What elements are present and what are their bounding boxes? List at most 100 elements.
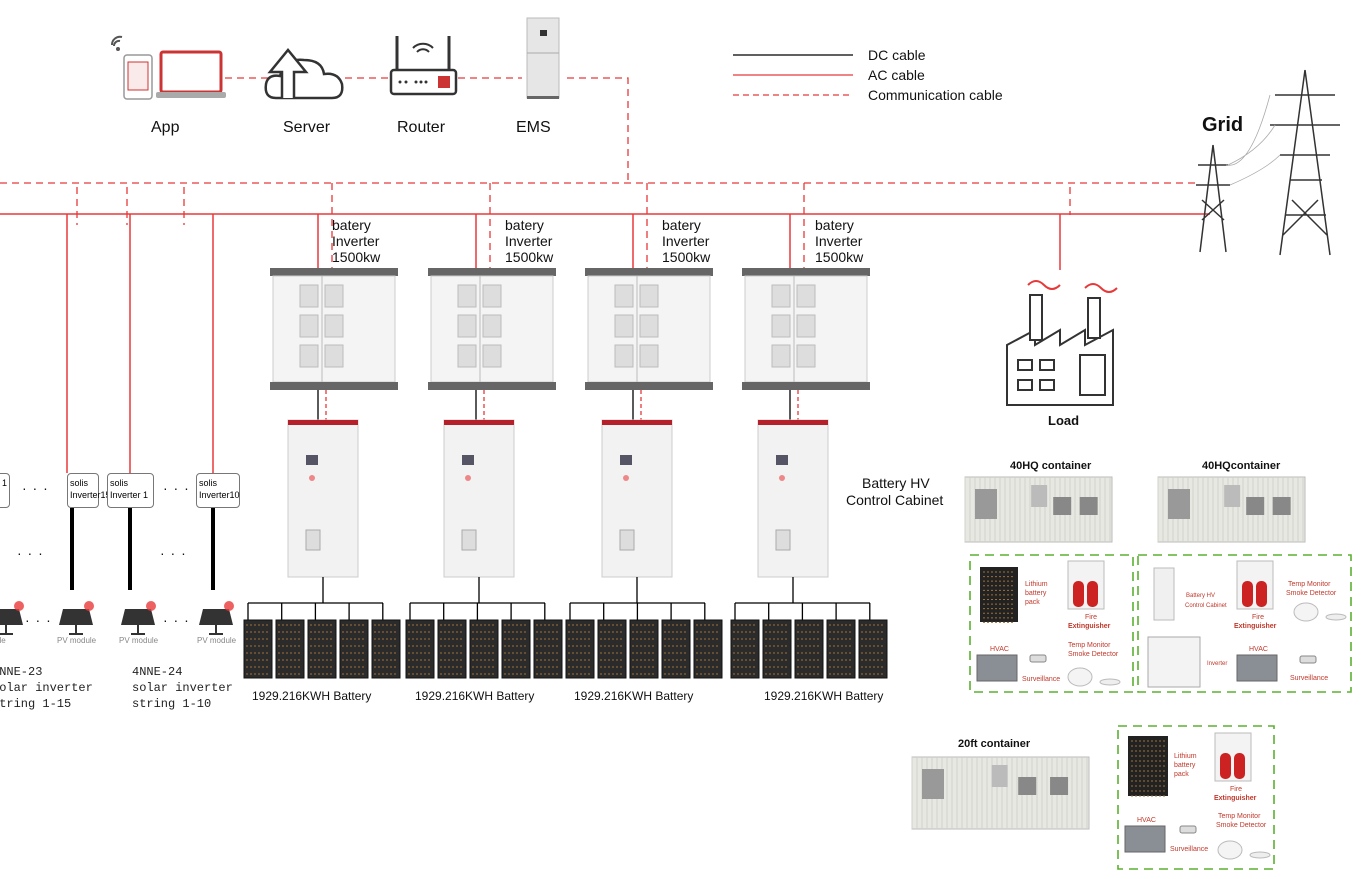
ellipsis: · · · — [25, 612, 52, 628]
container-20ft-image — [911, 756, 1090, 830]
ellipsis: · · · — [22, 480, 49, 496]
inverter-label-line3: 1500kw — [332, 249, 381, 265]
inverter-icon — [1147, 636, 1201, 688]
hv-cabinet-label-a: Battery HV — [1186, 593, 1216, 599]
container-40hq-title-2: 40HQcontainer — [1202, 460, 1281, 472]
battery-module — [597, 619, 627, 679]
legend-lines — [733, 54, 853, 96]
load-label: Load — [1048, 413, 1080, 428]
solis-inverter-line1: solis — [70, 478, 89, 488]
smoke-detector-label: Smoke Detector — [1068, 651, 1119, 658]
inverter-label-line2: Inverter — [505, 233, 553, 249]
inverter-label-line1: batery — [505, 217, 544, 233]
server-cloud-icon — [264, 48, 344, 100]
server-label: Server — [283, 119, 331, 136]
pv-module-icon — [121, 601, 156, 635]
solar-group-line1: 4NNE-23 — [0, 665, 43, 679]
hv-cabinet-label-b: Control Cabinet — [1185, 603, 1227, 609]
battery-module — [405, 619, 435, 679]
legend-ac-cable: AC cable — [868, 67, 925, 83]
app-label: App — [151, 119, 180, 136]
inverter-label-line3: 1500kw — [505, 249, 554, 265]
battery-capacity-label-4: 1929.216KWH Battery — [764, 689, 884, 703]
battery-capacity-label-1: 1929.216KWH Battery — [252, 689, 372, 703]
surveillance-label: Surveillance — [1290, 675, 1329, 682]
router-label: Router — [397, 119, 446, 136]
battery-module — [661, 619, 691, 679]
battery-module — [826, 619, 856, 679]
smoke-detector-icon — [1067, 667, 1093, 687]
solis-inverter-line2: Inverter 1 — [110, 490, 149, 500]
surveillance-label: Surveillance — [1022, 676, 1061, 683]
container-40hq-2-image — [1157, 476, 1306, 543]
inverter-label-line2: Inverter — [662, 233, 710, 249]
battery-module — [339, 619, 369, 679]
battery-inverter-4 — [730, 183, 888, 679]
solis-inverter-line1: solis — [199, 478, 218, 488]
app-icon — [111, 35, 226, 100]
ems-cabinet-icon — [526, 17, 560, 99]
inverter-label: Inverter — [1207, 661, 1228, 667]
hv-cabinet-label: Battery HV Control Cabinet — [846, 475, 943, 509]
legend-dc-cable: DC cable — [868, 47, 926, 63]
container-40hq-title-1: 40HQ container — [1010, 460, 1092, 472]
fire-label: Fire — [1252, 614, 1265, 621]
ellipsis: · · · — [163, 612, 190, 628]
temp-monitor-label: Temp Monitor — [1288, 581, 1331, 588]
fire-label: Fire — [1085, 614, 1098, 621]
extinguisher-label: Extinguisher — [1214, 795, 1257, 802]
smoke-detector-label: Smoke Detector — [1286, 590, 1337, 597]
battery-module — [794, 619, 824, 679]
battery-module — [275, 619, 305, 679]
surveillance-label: Surveillance — [1170, 846, 1209, 853]
inverter-label-line1: batery — [662, 217, 701, 233]
battery-module — [693, 619, 723, 679]
container-40hq-1-image — [964, 476, 1113, 543]
pv-module-label: PV module — [197, 636, 237, 645]
container-20ft-title: 20ft container — [958, 738, 1031, 750]
communication-cables — [0, 77, 1195, 225]
ellipsis: · · · — [160, 545, 187, 561]
hvac-icon — [1236, 654, 1278, 682]
pv-module-label: PV module — [57, 636, 97, 645]
temp-monitor-label: Temp Monitor — [1068, 642, 1111, 649]
inverter-label-line2: Inverter — [332, 233, 380, 249]
pv-module-label: PV module — [119, 636, 159, 645]
hvac-label: HVAC — [990, 646, 1009, 653]
battery-module — [371, 619, 401, 679]
battery-module — [501, 619, 531, 679]
hv-control-cabinet — [443, 419, 515, 578]
solis-inverter-1: 1 — [0, 473, 10, 508]
solar-group-line3: string 1-15 — [0, 697, 72, 711]
pv-module-icon — [199, 601, 234, 635]
solis-inverter-line2: Inverter10 — [199, 490, 240, 500]
inverter-label-line3: 1500kw — [662, 249, 711, 265]
pv-module-label: ule — [0, 636, 6, 645]
inverter-label-line1: batery — [332, 217, 371, 233]
battery-module — [565, 619, 595, 679]
battery-inverter-1 — [243, 183, 401, 679]
temp-monitor-label: Temp Monitor — [1218, 813, 1261, 820]
ems-label: EMS — [516, 119, 551, 136]
surveillance-camera-icon — [1179, 825, 1197, 834]
hv-control-cabinet — [287, 419, 359, 578]
factory-load-icon — [1006, 280, 1118, 406]
inverter-label-line3: 1500kw — [815, 249, 864, 265]
battery-module — [858, 619, 888, 679]
solis-inverter-line1: solis — [110, 478, 129, 488]
smoke-detector-label: Smoke Detector — [1216, 822, 1267, 829]
hvac-label: HVAC — [1249, 646, 1268, 653]
hv-cabinet-icon — [1153, 567, 1175, 621]
lithium-label: Lithium battery pack — [1174, 753, 1197, 778]
smoke-detector-icon — [1217, 840, 1243, 860]
solar-group-line2: solar inverter — [132, 681, 233, 695]
battery-capacity-label-3: 1929.216KWH Battery — [574, 689, 694, 703]
ellipsis: · · · — [163, 480, 190, 496]
